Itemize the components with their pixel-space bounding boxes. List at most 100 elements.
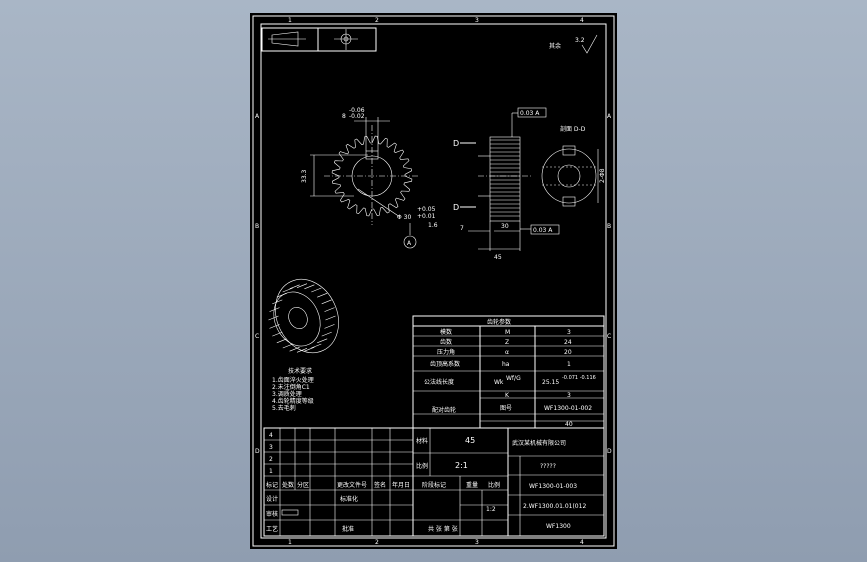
bore-tol-upper: +0.05: [417, 206, 436, 213]
zone-label-top-1: 1: [288, 17, 292, 24]
roughness-note: 其余: [549, 42, 561, 50]
iso-tooth-line: [311, 287, 322, 293]
zone-label-left-c: C: [255, 333, 259, 340]
section-view: 剖面 D-D 2-Φ8: [541, 125, 606, 207]
outer-border: [252, 15, 615, 547]
material-value: 45: [465, 436, 475, 445]
rev-header-count: 处数: [282, 481, 294, 489]
part-name: ?????: [540, 463, 556, 470]
zone-label-right-a: A: [607, 113, 612, 120]
file-name: 2.WF1300.01.01(012: [523, 503, 586, 510]
tech-requirements: 技术要求 1.齿面淬火处理 2.未注倒角C1 3.调质处理 4.齿轮精度等级 5…: [272, 367, 314, 412]
iso-tooth-line: [317, 292, 328, 298]
scale-label: 比例: [416, 462, 428, 470]
gear-param-table: 齿轮参数 模数 M 3 齿数 Z 24 压力角 α 20 齿顶高系数 ha 1 …: [412, 315, 605, 429]
iso-tooth-line: [268, 315, 279, 321]
iso-tooth-line: [296, 283, 308, 288]
stage-label: 阶段标记: [422, 481, 446, 489]
iso-tooth-line: [321, 331, 332, 337]
param-val-7: WF1300-01-002: [544, 405, 592, 412]
section-dim: 2-Φ8: [599, 168, 606, 183]
iso-tooth-line: [289, 346, 300, 352]
company-name: 武汉某机械有限公司: [512, 439, 566, 447]
param-sym-5: Wk: [494, 379, 504, 386]
iso-tooth-line: [269, 324, 280, 329]
bore-dim: Φ 30: [397, 214, 411, 221]
dim-45: 45: [494, 254, 502, 261]
param-name-2: 齿数: [440, 338, 452, 346]
projection-symbol: [261, 27, 377, 52]
param-sym-4: ha: [502, 361, 510, 368]
iso-tooth-line: [282, 287, 293, 293]
iso-tooth-line: [282, 343, 293, 349]
param-sym-2: Z: [505, 339, 509, 346]
iso-tooth-line: [304, 284, 315, 290]
zone-label-bottom-4: 4: [580, 539, 584, 546]
param-val-2: 24: [564, 339, 572, 346]
approve-label: 批准: [342, 525, 354, 533]
weight-label: 重量: [466, 481, 478, 489]
material-label: 材料: [416, 437, 428, 445]
ratio-label: 比例: [488, 481, 500, 489]
iso-tooth-line: [325, 315, 336, 321]
rev-header-docno: 更改文件号: [337, 481, 367, 489]
role-review: 审核: [266, 510, 278, 518]
bore-tol-lower: +0.01: [417, 213, 436, 220]
drawing-sheet: .l{stroke:#fff;stroke-width:1;fill:none}…: [250, 13, 617, 549]
roughness-value: 3.2: [575, 37, 585, 44]
keyway-tol-upper: -0.02: [349, 113, 365, 120]
product-code: WF1300: [546, 523, 571, 530]
param-name-3: 压力角: [437, 348, 455, 356]
gear-isometric: [268, 279, 339, 353]
zone-label-bottom-3: 3: [475, 539, 479, 546]
tech-req-title: 技术要求: [288, 367, 312, 375]
gear-front-view: 8 -0.02 -0.06 33.3 Φ 30 +0.05 +0.01 1.6 …: [301, 107, 438, 249]
gdt-bottom: 0.03 A: [533, 227, 553, 234]
tech-req-item-1: 1.齿面淬火处理: [272, 376, 314, 384]
sheet-label: 共 张 第 张: [428, 525, 458, 533]
iso-tooth-line: [289, 284, 300, 290]
rev-num-3: 3: [269, 444, 273, 451]
param-sym-3: α: [505, 349, 509, 356]
param-val-4: 1: [567, 361, 571, 368]
param-sym-7: 图号: [500, 405, 512, 412]
stage-ratio: 1:2: [486, 506, 496, 513]
tech-req-item-4: 4.齿轮精度等级: [272, 397, 314, 405]
zone-label-top-2: 2: [375, 17, 379, 24]
zone-label-top-4: 4: [580, 17, 584, 24]
param-sym-5b: Wf/G: [506, 375, 521, 382]
datum-circle: [403, 235, 417, 249]
param-val-1: 3: [567, 329, 571, 336]
keyway-width-dim: 8: [342, 113, 346, 120]
dim-7: 7: [460, 225, 464, 232]
roughness-symbol: 3.2 其余: [549, 34, 598, 54]
param-val-3: 20: [564, 349, 572, 356]
gdt-top: 0.03 A: [520, 110, 540, 117]
tech-req-item-3: 3.调质处理: [272, 390, 302, 398]
rev-header-date: 年月日: [392, 481, 410, 489]
iso-tooth-line: [324, 324, 335, 329]
gear-table-title: 齿轮参数: [487, 318, 511, 326]
iso-tooth-line: [324, 307, 335, 312]
title-block: 4 3 2 1 标记 处数 分区 更改文件号 签名 年月日 设计 审核 工艺 标…: [263, 427, 605, 537]
param-name-1: 模数: [440, 328, 452, 336]
iso-tooth-line: [269, 307, 280, 312]
zone-label-right-b: B: [607, 223, 611, 230]
role-design: 设计: [266, 495, 278, 503]
inner-border: [260, 23, 607, 539]
param-val-8: 40: [565, 421, 573, 428]
std-label: 标准化: [340, 495, 358, 503]
iso-tooth-line: [296, 348, 308, 353]
iso-tooth-line: [276, 338, 287, 344]
scale-value: 2:1: [455, 461, 468, 470]
iso-tooth-line: [272, 299, 283, 305]
keyway-tol-lower: -0.06: [349, 107, 365, 114]
section-mark-bottom: D: [453, 203, 459, 212]
rev-num-1: 1: [269, 468, 273, 475]
dim-30: 30: [501, 223, 509, 230]
param-sym-1: M: [505, 329, 510, 336]
drawing-canvas: .l{stroke:#fff;stroke-width:1;fill:none}…: [252, 15, 615, 547]
zone-label-right-c: C: [607, 333, 611, 340]
zone-label-left-b: B: [255, 223, 259, 230]
datum-label: A: [407, 240, 412, 247]
